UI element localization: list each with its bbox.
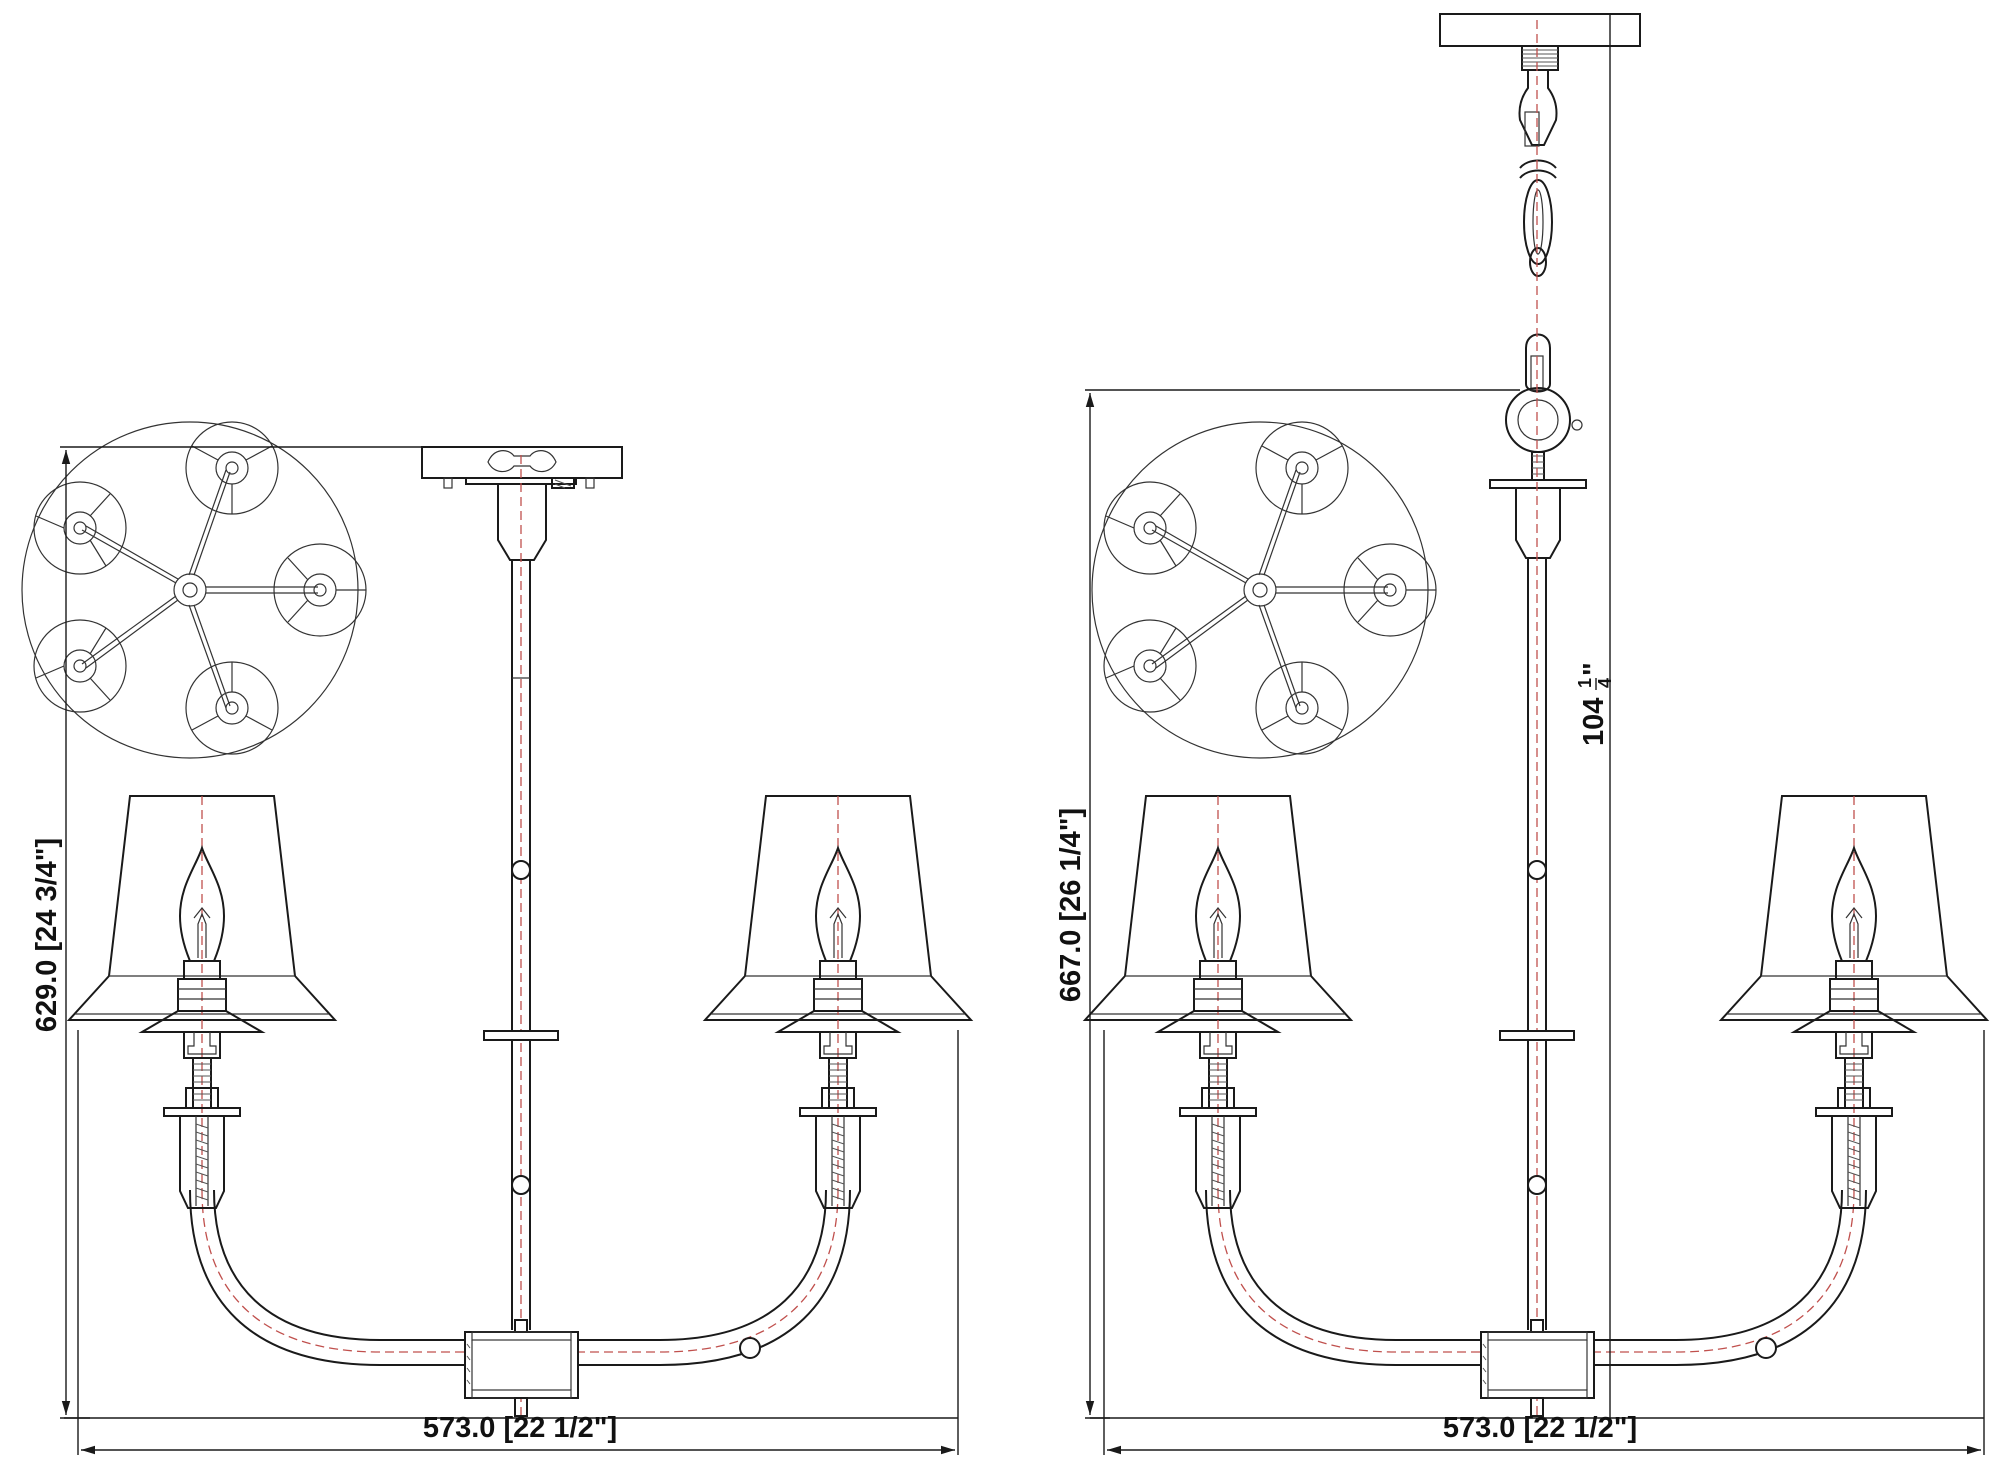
rod-mount-view: 629.0 [24 3/4"] 573.0 [22 1/2"] <box>21 421 972 1455</box>
center-hub <box>464 1331 579 1417</box>
height-label: 629.0 [24 3/4"] <box>31 838 63 1032</box>
lamp-left <box>68 795 336 1209</box>
canopy-2 <box>1439 13 1641 71</box>
chain-mount-view: 104 1 4 " 667.0 [26 1/4"] 573.0 [22 1/2"… <box>1055 13 1988 1455</box>
max-height-unit: " <box>1578 662 1610 676</box>
top-view-circle-2 <box>1091 421 1437 759</box>
curved-arms-2 <box>1205 1189 1867 1366</box>
lamp-left-2 <box>1084 795 1352 1209</box>
stem-rod-2 <box>1499 20 1575 1418</box>
width-dimension-2 <box>1090 1030 1985 1455</box>
curved-arms <box>189 1189 851 1366</box>
chain <box>1505 70 1583 481</box>
max-height-whole: 104 <box>1578 698 1610 746</box>
max-height-numerator: 1 <box>1575 678 1595 688</box>
lamp-right <box>704 795 972 1209</box>
width-label-2: 573.0 [22 1/2"] <box>1443 1412 1637 1444</box>
height-label-2: 667.0 [26 1/4"] <box>1055 808 1087 1002</box>
width-dimension <box>64 1030 959 1455</box>
width-label: 573.0 [22 1/2"] <box>423 1412 617 1444</box>
max-height-label: 104 1 4 " <box>1575 662 1615 746</box>
top-view-circle <box>21 421 367 759</box>
lamp-right-2 <box>1720 795 1988 1209</box>
canopy <box>421 446 623 489</box>
center-hub-2 <box>1480 1331 1595 1417</box>
max-height-denominator: 4 <box>1595 678 1615 688</box>
stem-rod <box>483 455 559 1418</box>
